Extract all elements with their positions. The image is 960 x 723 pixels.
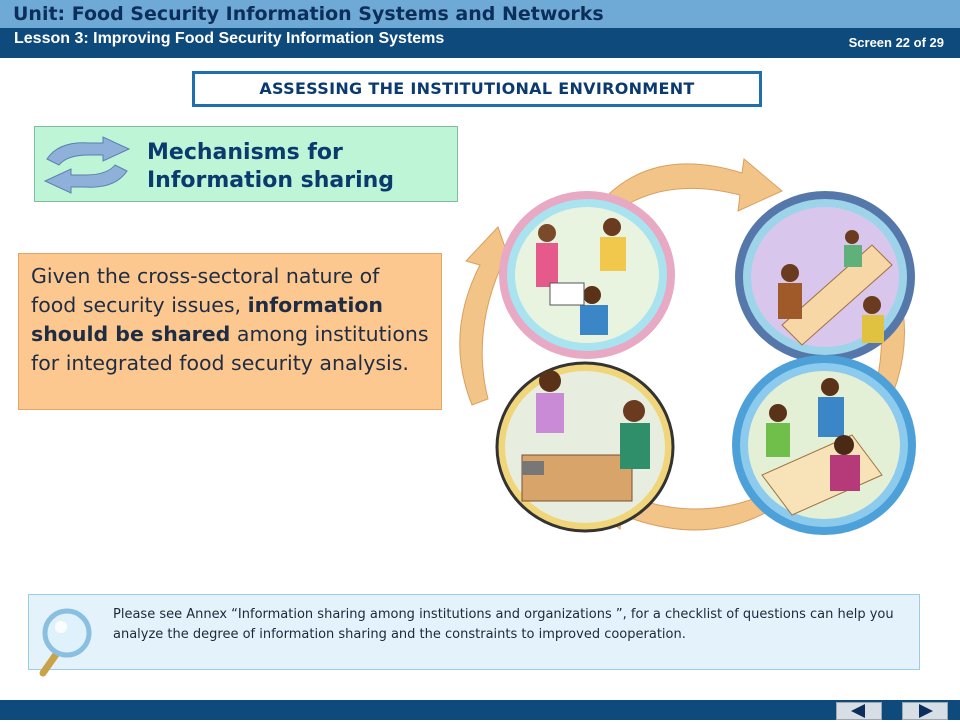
magnifier-icon[interactable] xyxy=(29,601,101,679)
meeting-table-scene xyxy=(735,191,915,363)
main-text-box: Given the cross-sectoral nature of food … xyxy=(18,253,442,410)
information-sharing-cycle-illustration xyxy=(459,158,916,535)
group-work-scene xyxy=(732,355,916,535)
main-text-emphasis: information should be shared xyxy=(31,293,384,346)
next-button[interactable] xyxy=(902,702,948,720)
triangle-right-icon xyxy=(919,704,933,718)
office-desk-scene xyxy=(495,361,675,533)
annex-note: Please see Annex “Information sharing am… xyxy=(28,594,920,677)
people-discussing-scene xyxy=(499,191,675,359)
cycle-arrows-icon xyxy=(43,136,131,194)
mechanisms-panel: Mechanisms for Information sharing xyxy=(34,126,458,202)
mechanisms-title-line1: Mechanisms for xyxy=(147,140,343,165)
footer-bar xyxy=(0,700,960,720)
lesson-title: Lesson 3: Improving Food Security Inform… xyxy=(14,30,445,47)
annex-note-text: Please see Annex “Information sharing am… xyxy=(113,607,894,642)
mechanisms-title-line2: Information sharing xyxy=(147,168,395,193)
unit-title: Unit: Food Security Information Systems … xyxy=(0,0,960,28)
main-text-part1: Given the cross-sectoral nature of food … xyxy=(31,264,380,317)
section-title: ASSESSING THE INSTITUTIONAL ENVIRONMENT xyxy=(192,71,762,107)
triangle-left-icon xyxy=(851,704,865,718)
previous-button[interactable] xyxy=(836,702,882,720)
screen-counter: Screen 22 of 29 xyxy=(848,35,944,50)
main-text-part2: among institutions for integrated food s… xyxy=(31,322,429,375)
